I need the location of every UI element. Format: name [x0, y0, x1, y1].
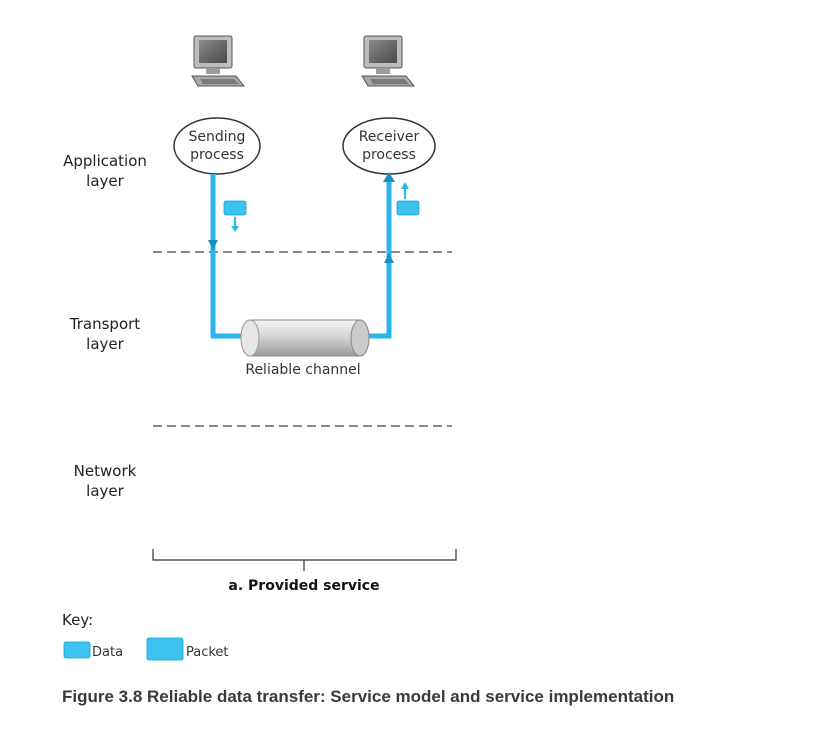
receiver-data-icon	[396, 182, 420, 216]
sender-computer-icon	[191, 35, 246, 87]
sending-process-line1: Sending	[189, 129, 246, 145]
receive-mid-arrowhead-icon	[384, 253, 394, 263]
provided-service-label: a. Provided service	[228, 578, 379, 594]
receive-flow-path	[364, 172, 395, 339]
figure-caption: Figure 3.8 Reliable data transfer: Servi…	[62, 687, 674, 706]
svg-text:layer: layer	[86, 335, 124, 353]
packet-swatch-icon	[146, 637, 184, 661]
svg-text:Application: Application	[63, 152, 147, 170]
key-packet-label: Packet	[186, 645, 229, 660]
svg-text:layer: layer	[86, 172, 124, 190]
reliable-channel-label: Reliable channel	[245, 362, 360, 378]
svg-text:Transport: Transport	[69, 315, 141, 333]
send-flow-path	[208, 174, 253, 342]
key-packet-item: Packet	[146, 637, 229, 661]
receiver-computer-icon	[361, 35, 416, 87]
receive-arrowhead-icon	[383, 172, 395, 182]
key-data-item: Data	[63, 641, 123, 660]
provided-service-bracket	[152, 549, 457, 571]
receiver-process-node: Receiver process	[342, 117, 436, 175]
svg-text:Network: Network	[74, 462, 137, 480]
key-title: Key:	[62, 611, 93, 629]
application-layer-label: Application layer	[63, 152, 147, 190]
transport-layer-label: Transport layer	[69, 315, 141, 353]
reliable-channel-cylinder-icon	[240, 319, 370, 357]
key-data-label: Data	[92, 645, 123, 660]
sending-process-line2: process	[190, 147, 244, 163]
data-swatch-icon	[63, 641, 91, 659]
send-arrowhead-icon	[208, 240, 218, 250]
receiver-process-line1: Receiver	[359, 129, 420, 145]
svg-text:layer: layer	[86, 482, 124, 500]
sender-data-icon	[223, 200, 247, 232]
receiver-process-line2: process	[362, 147, 416, 163]
sending-process-node: Sending process	[173, 117, 261, 175]
network-layer-label: Network layer	[74, 462, 137, 500]
